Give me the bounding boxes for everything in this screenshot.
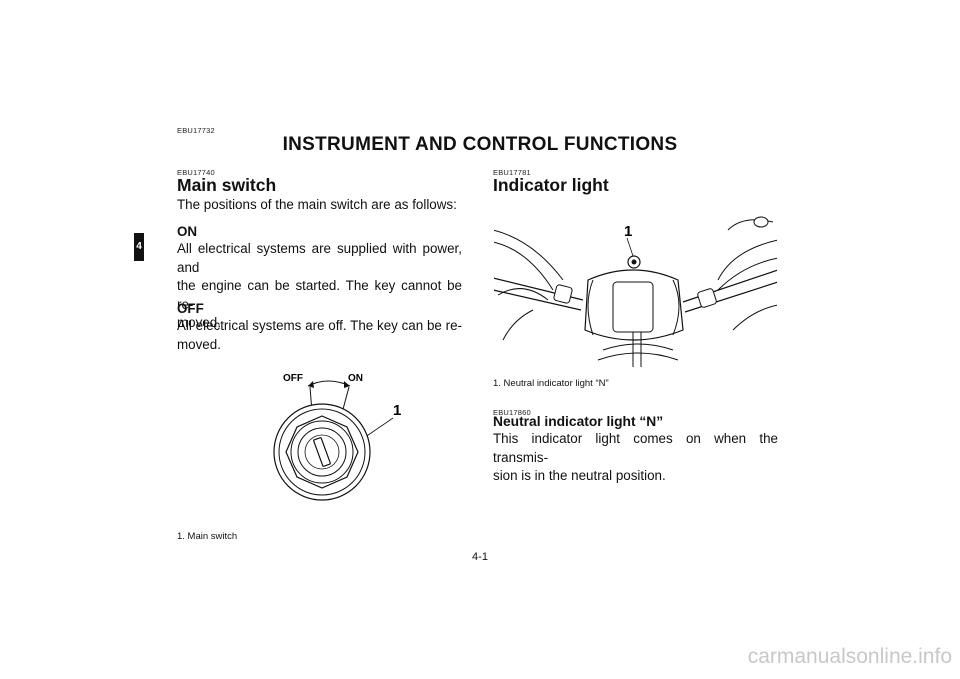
page-number: 4-1 (472, 551, 488, 563)
off-description: All electrical systems are off. The key … (177, 317, 462, 354)
on-line-3: moved. (177, 315, 221, 331)
chapter-tab: 4 (134, 233, 144, 261)
indicator-title: Indicator light (493, 175, 609, 195)
neutral-line-1: This indicator light comes on when the t… (493, 431, 778, 465)
neutral-code: EBU17860 (493, 408, 531, 417)
fig-callout-1: 1 (393, 402, 401, 419)
off-line-2: moved. (177, 336, 221, 352)
indicator-callout-1: 1 (624, 223, 632, 240)
page-code: EBU17732 (177, 126, 215, 135)
neutral-title: Neutral indicator light “N” (493, 414, 664, 429)
neutral-description: This indicator light comes on when the t… (493, 430, 778, 486)
handlebar-illustration: 1 (493, 210, 778, 368)
main-switch-intro: The positions of the main switch are as … (177, 197, 457, 212)
fig-label-off: OFF (283, 373, 303, 384)
main-switch-caption: 1. Main switch (177, 531, 238, 542)
on-description: All electrical systems are supplied with… (177, 240, 462, 333)
main-switch-illustration: OFF ON 1 (273, 373, 401, 501)
page-title: INSTRUMENT AND CONTROL FUNCTIONS (282, 134, 678, 155)
on-line-2: the engine can be started. The key canno… (177, 278, 462, 312)
off-line-1: All electrical systems are off. The key … (177, 318, 462, 333)
neutral-line-2: sion is in the neutral position. (493, 468, 666, 484)
fig-label-on: ON (348, 373, 363, 384)
indicator-code: EBU17781 (493, 168, 531, 177)
main-switch-title: Main switch (177, 175, 277, 195)
off-heading: OFF (177, 301, 204, 316)
on-heading: ON (177, 224, 198, 239)
watermark: carmanualsonline.info (747, 645, 952, 668)
on-line-1: All electrical systems are supplied with… (177, 241, 462, 275)
main-switch-code: EBU17740 (177, 168, 215, 177)
indicator-caption: 1. Neutral indicator light “N” (493, 378, 609, 389)
